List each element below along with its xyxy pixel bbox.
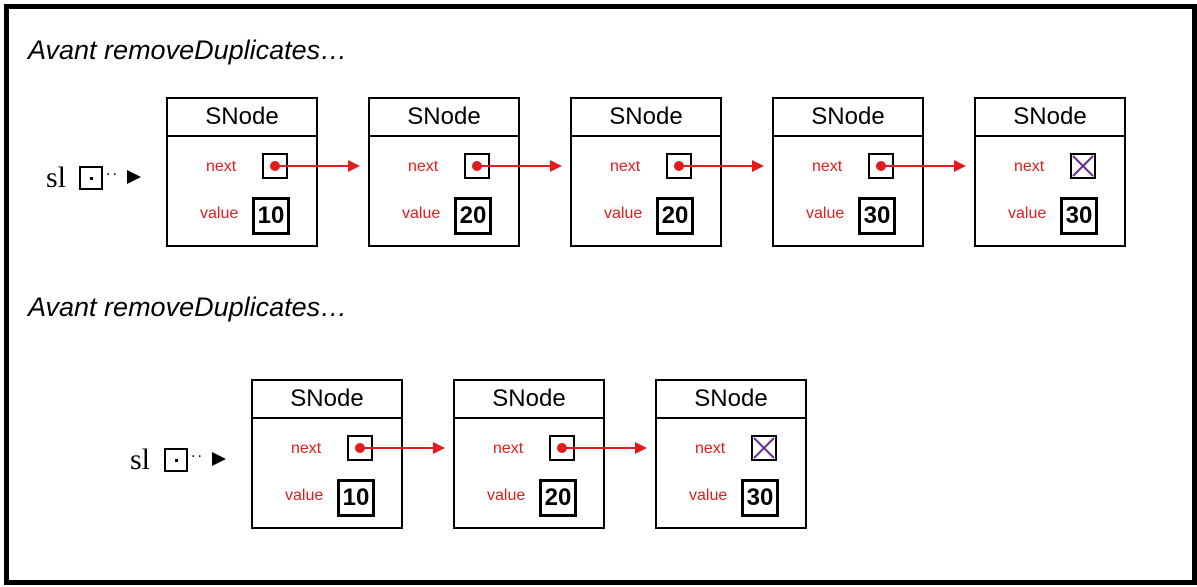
value-field-label: value [402, 205, 441, 222]
top-link-arrow-4 [880, 160, 966, 172]
value-box: 30 [858, 197, 896, 235]
bottom-list-head-arrowhead [212, 452, 226, 466]
top-link-arrow-3 [678, 160, 764, 172]
value-field-label: value [285, 487, 324, 504]
top-snode-2: SNode next value 20 [368, 97, 520, 247]
value-field-label: value [604, 205, 643, 222]
value-box: 30 [1060, 197, 1098, 235]
top-link-arrow-1 [274, 160, 360, 172]
top-list-head-pointer-box [79, 166, 103, 190]
top-snode-3: SNode next value 20 [570, 97, 722, 247]
bottom-link-arrow-2 [561, 442, 647, 454]
value-field-label: value [487, 487, 526, 504]
snode-header: SNode [774, 99, 922, 137]
value-field-label: value [806, 205, 845, 222]
null-pointer-icon [1070, 153, 1096, 179]
null-pointer-icon [751, 435, 777, 461]
next-field-label: next [812, 158, 843, 175]
next-field-label: next [695, 440, 726, 457]
bottom-section-title: Avant removeDuplicates… [28, 292, 348, 322]
snode-header: SNode [455, 381, 603, 419]
bottom-snode-3: SNode next value 30 [655, 379, 807, 529]
top-link-arrow-2 [476, 160, 562, 172]
next-field-label: next [408, 158, 439, 175]
value-box: 30 [741, 479, 779, 517]
bottom-snode-1: SNode next value 10 [251, 379, 403, 529]
value-box: 20 [454, 197, 492, 235]
value-field-label: value [200, 205, 239, 222]
value-field-label: value [1008, 205, 1047, 222]
top-list-head-dotted-line: ·· [106, 167, 119, 183]
snode-header: SNode [657, 381, 805, 419]
snode-header: SNode [976, 99, 1124, 137]
top-snode-4: SNode next value 30 [772, 97, 924, 247]
bottom-list-head-dotted-line: ·· [191, 449, 204, 465]
snode-header: SNode [572, 99, 720, 137]
next-field-label: next [206, 158, 237, 175]
bottom-list-head-pointer-box [164, 448, 188, 472]
value-box: 20 [539, 479, 577, 517]
next-field-label: next [493, 440, 524, 457]
next-field-label: next [291, 440, 322, 457]
snode-header: SNode [370, 99, 518, 137]
top-snode-5: SNode next value 30 [974, 97, 1126, 247]
value-box: 10 [337, 479, 375, 517]
next-field-label: next [610, 158, 641, 175]
diagram-frame: Avant removeDuplicates… sl ·· SNode next… [4, 4, 1197, 585]
bottom-list-variable: sl [130, 443, 151, 476]
snode-header: SNode [253, 381, 401, 419]
top-list-head-arrowhead [127, 170, 141, 184]
value-box: 10 [252, 197, 290, 235]
top-list-variable: sl [46, 161, 67, 194]
top-section-title: Avant removeDuplicates… [28, 35, 348, 65]
bottom-snode-2: SNode next value 20 [453, 379, 605, 529]
bottom-link-arrow-1 [359, 442, 445, 454]
next-field-label: next [1014, 158, 1045, 175]
value-box: 20 [656, 197, 694, 235]
value-field-label: value [689, 487, 728, 504]
snode-header: SNode [168, 99, 316, 137]
